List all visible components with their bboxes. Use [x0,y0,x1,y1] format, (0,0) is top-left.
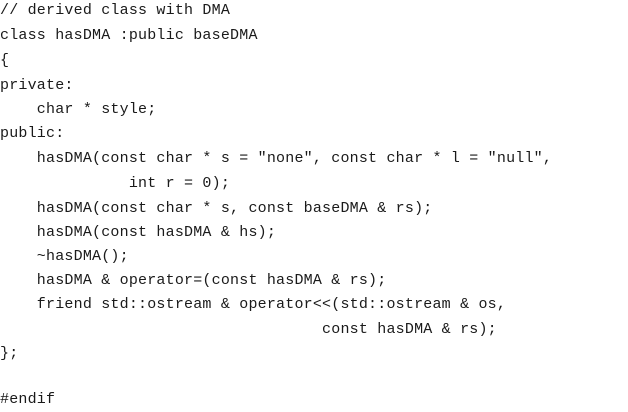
code-line: }; [0,345,19,362]
code-line: int r = 0); [0,175,231,192]
code-line: char * style; [0,101,157,118]
code-line: hasDMA(const hasDMA & hs); [0,224,277,241]
code-line: friend std::ostream & operator<<(std::os… [0,296,507,313]
code-line: hasDMA & operator=(const hasDMA & rs); [0,272,387,289]
code-line: private: [0,77,74,94]
code-line: hasDMA(const char * s = "none", const ch… [0,150,553,167]
code-line: class hasDMA :public baseDMA [0,27,258,44]
code-line: hasDMA(const char * s, const baseDMA & r… [0,200,433,217]
code-line: const hasDMA & rs); [0,321,497,338]
code-line: #endif [0,391,56,408]
code-line: { [0,52,10,69]
code-line: ~hasDMA(); [0,248,129,265]
code-line: public: [0,125,65,142]
code-line: // derived class with DMA [0,2,231,19]
